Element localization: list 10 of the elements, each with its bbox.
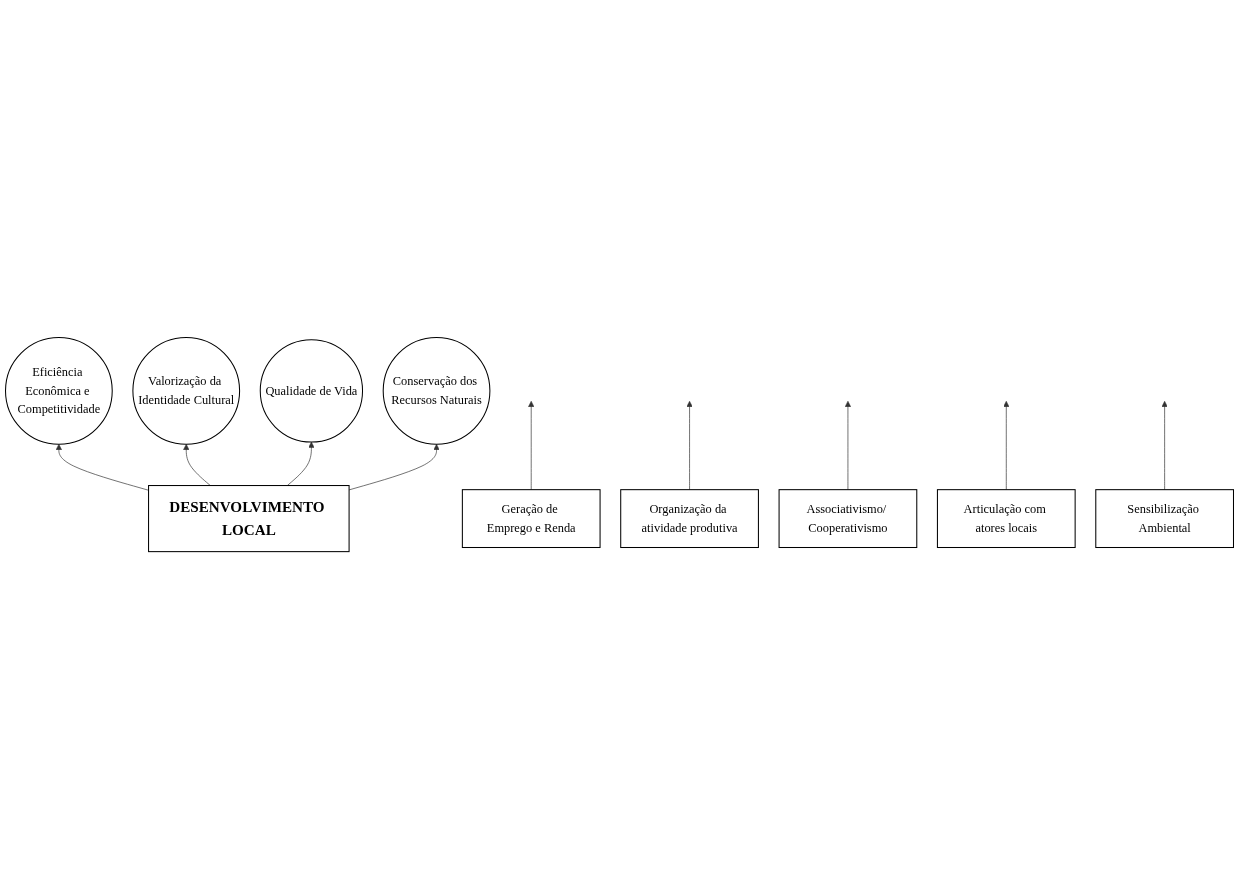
node-box: Associativismo/ Cooperativismo — [778, 489, 918, 548]
node-circle: Eficiência Econômica e Competitividade — [5, 336, 113, 445]
node-box: Sensibilização Ambiental — [1095, 489, 1234, 548]
node-box: Organização da atividade produtiva — [620, 489, 759, 548]
node-box: Geração de Emprego e Renda — [461, 489, 601, 548]
node-circle: Conservação dos Recursos Naturais — [382, 336, 491, 445]
node-box: Articulação com atores locais — [936, 489, 1076, 548]
node-circle: Valorização da Identidade Cultural — [132, 336, 241, 445]
node-box: DESENVOLVIMENTO LOCAL — [148, 484, 350, 553]
node-circle: Qualidade de Vida — [259, 339, 364, 443]
